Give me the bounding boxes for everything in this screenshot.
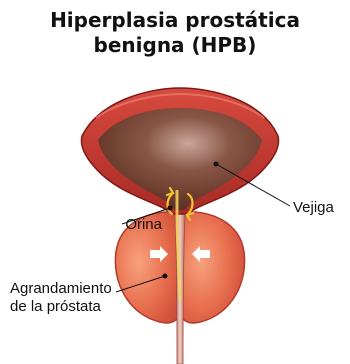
label-urine: Orina: [92, 216, 162, 234]
leader-orina-dot: [168, 206, 172, 210]
label-bladder: Vejiga: [293, 199, 334, 217]
leader-vejiga-dot: [214, 162, 218, 166]
label-prostate-enlargement-line-2: de la próstata: [10, 298, 112, 316]
bladder-lumen: [98, 108, 262, 210]
label-prostate-enlargement-line-1: Agrandamiento: [10, 280, 112, 298]
leader-prostate-dot: [163, 274, 167, 278]
label-prostate-enlargement: Agrandamiento de la próstata: [10, 280, 112, 316]
